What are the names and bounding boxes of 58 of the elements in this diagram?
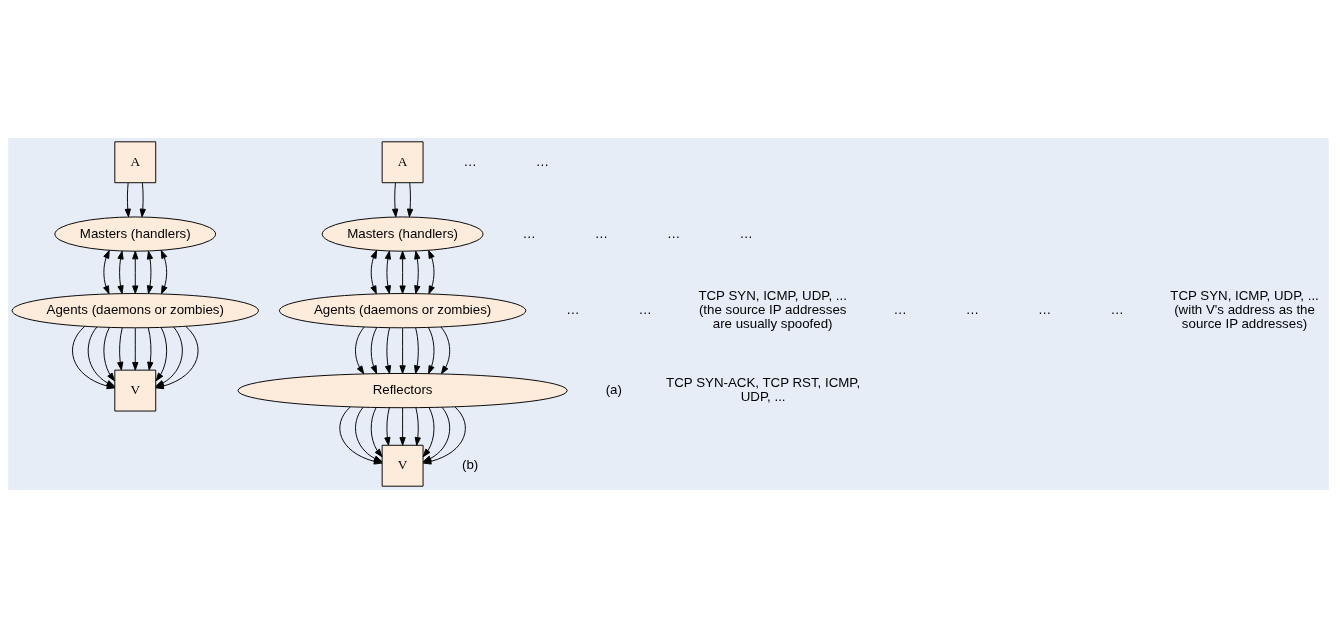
arrow [406, 182, 414, 217]
node-ellipse: Masters (handlers) [54, 216, 217, 252]
label: … [522, 225, 536, 241]
node-box: V [381, 444, 424, 487]
arrow [370, 249, 378, 294]
arrow [117, 326, 124, 370]
label: … [1038, 301, 1052, 317]
node-box: A [381, 140, 424, 183]
arrow [440, 326, 451, 374]
arrow [155, 326, 168, 381]
arrow [124, 182, 131, 217]
arrow [428, 326, 435, 374]
arrow [384, 250, 391, 294]
label: … [739, 225, 753, 241]
arrow [414, 406, 421, 446]
arrow [370, 326, 378, 374]
label: … [965, 301, 980, 317]
arrow [117, 250, 124, 294]
arrow [139, 182, 146, 217]
label: … [566, 301, 580, 317]
arrow [414, 326, 421, 374]
label: TCP SYN-ACK, TCP RST, ICMP, UDP, ... [666, 374, 861, 404]
arrow [132, 327, 139, 371]
arrow [399, 327, 406, 374]
label: … [1110, 301, 1124, 317]
label: … [535, 153, 550, 169]
arrow [103, 249, 110, 294]
arrow [384, 326, 392, 374]
arrow [428, 249, 435, 294]
arrow [132, 250, 139, 294]
arrow [355, 326, 365, 374]
arrow [384, 406, 391, 446]
arrow [146, 250, 154, 294]
arrow [147, 326, 154, 370]
label: … [594, 225, 609, 241]
node-box: A [114, 140, 157, 183]
arrow [160, 249, 168, 294]
arrow [370, 406, 383, 457]
label: (a) [605, 381, 622, 397]
arrow [355, 406, 383, 462]
label: … [893, 301, 907, 317]
label: TCP SYN, ICMP, UDP, ... (the source IP addresses are usually spoofed) [698, 287, 847, 331]
node-ellipse: Agents (daemons or zombies) [278, 292, 527, 328]
label: … [667, 225, 681, 241]
label: (b) [462, 456, 479, 472]
node-ellipse: Agents (daemons or zombies) [11, 292, 259, 328]
arrow [399, 250, 406, 294]
arrow [103, 326, 115, 381]
label: TCP SYN, ICMP, UDP, ... (with V's address as the source IP addresses) [1170, 287, 1319, 331]
label: … [463, 153, 477, 169]
node-ellipse: Masters (handlers) [321, 216, 484, 252]
arrow [399, 406, 406, 446]
arrow [392, 182, 399, 217]
arrow [422, 406, 435, 457]
label: … [638, 301, 652, 317]
node-box: V [114, 369, 157, 411]
arrow [414, 250, 421, 294]
node-ellipse: Reflectors [237, 372, 568, 408]
